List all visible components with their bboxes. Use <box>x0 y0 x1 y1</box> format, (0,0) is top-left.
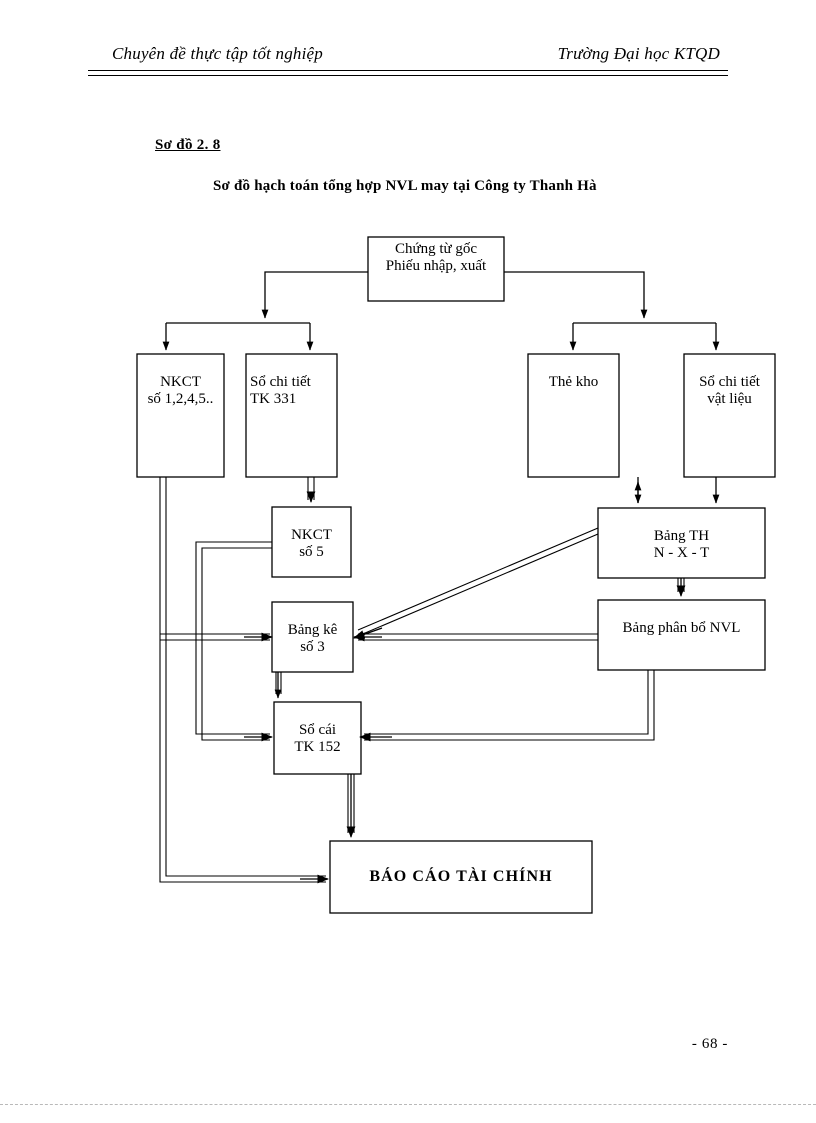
flow-node-chungtu <box>367 236 505 302</box>
header-double-rule <box>88 70 728 76</box>
edge-phanbo-to-socai-a <box>364 670 649 735</box>
edge-nkct5-to-socai-a <box>195 541 272 735</box>
edge-bangth-to-bangke-b <box>357 533 599 637</box>
flow-node-line: Sổ cái <box>298 722 337 738</box>
flow-node-line: Sổ chi tiết <box>250 374 311 390</box>
header-right-text: Trường Đại học KTQD <box>557 44 720 63</box>
edge-nkct-trunk-b <box>165 477 326 877</box>
flow-node-line: số 5 <box>299 543 324 560</box>
flow-node-line: Thẻ kho <box>548 374 599 390</box>
flow-node-phanbonvl <box>597 599 766 671</box>
flow-node-sct331 <box>245 353 338 478</box>
edge-phanbo-to-socai-b <box>364 670 655 741</box>
flow-node-label-thekho: Thẻ kho <box>528 374 619 391</box>
flow-node-line: Phiếu nhập, xuất <box>385 257 487 274</box>
flow-node-line: TK 152 <box>294 738 341 755</box>
flow-node-thekho <box>527 353 620 478</box>
edge-chungtu-to-left-trunk <box>261 271 368 319</box>
flow-node-line: số 1,2,4,5.. <box>147 390 214 407</box>
figure-title: Sơ đồ hạch toán tổng hợp NVL may tại Côn… <box>213 178 597 194</box>
flow-node-line: Bảng TH <box>653 528 710 544</box>
flow-node-line: Bảng kê <box>287 622 338 638</box>
flow-node-line: N - X - T <box>653 544 710 561</box>
header-left-text: Chuyên đề thực tập tốt nghiệp <box>112 44 324 63</box>
page-number: - 68 - <box>691 1036 728 1052</box>
edge-nkct-trunk-a <box>159 477 326 883</box>
flow-node-line: Sổ chi tiết <box>699 374 760 390</box>
flow-node-sctvl <box>683 353 776 478</box>
flow-node-line: vật liệu <box>707 390 752 407</box>
flow-node-line: Bảng phân bổ NVL <box>622 620 741 636</box>
bottom-dashed-rule <box>0 1104 816 1105</box>
flow-node-line: NKCT <box>160 374 201 390</box>
edge-bangth-to-bangke-a <box>357 527 599 631</box>
figure-label: Sơ đồ 2. 8 <box>155 137 221 153</box>
flow-node-line: số 3 <box>300 638 325 655</box>
flow-node-line: NKCT <box>291 527 332 543</box>
page-header: Chuyên đề thực tập tốt nghiệp Trường Đại… <box>88 44 728 76</box>
flow-node-label-baocao: BÁO CÁO TÀI CHÍNH <box>330 868 592 886</box>
edge-chungtu-to-right-trunk <box>504 271 648 319</box>
flow-node-line: BÁO CÁO TÀI CHÍNH <box>369 867 553 885</box>
flow-node-line: Chứng từ gốc <box>394 241 478 257</box>
flow-node-line: TK 331 <box>250 390 297 407</box>
flow-node-baocao <box>329 840 593 914</box>
flow-node-label-phanbonvl: Bảng phân bổ NVL <box>598 620 765 637</box>
edge-nkct5-to-socai-b <box>201 547 272 741</box>
flow-node-nkct1245 <box>136 353 225 478</box>
